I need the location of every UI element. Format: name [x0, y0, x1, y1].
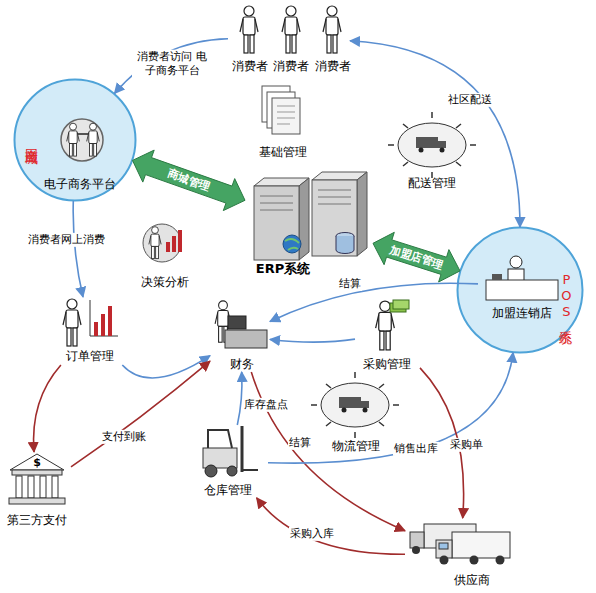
- flow-arrow: [268, 353, 513, 464]
- node-label: 第三方支付: [7, 513, 67, 527]
- flow-arrow: [251, 372, 405, 531]
- edge-label: 消费者访问 电子商务平台: [132, 50, 212, 79]
- node-label: 电子商务平台: [44, 177, 116, 191]
- flow-arrow: [350, 41, 520, 227]
- node-label: 订单管理: [66, 349, 114, 363]
- edge-label: 加盟店管理: [388, 242, 445, 273]
- edge-label: 采购单: [449, 438, 484, 452]
- flow-arrow: [122, 356, 210, 378]
- node-label: 财务: [230, 357, 254, 371]
- node-label: 消费者: [315, 59, 351, 73]
- node-label: 消费者: [232, 59, 268, 73]
- edge-label: 库存盘点: [243, 398, 289, 412]
- flow-arrow: [73, 201, 83, 297]
- edge-label: 采购入库: [289, 527, 335, 541]
- node-label: ERP系统: [256, 261, 310, 277]
- logistics-icon: [311, 372, 399, 438]
- node-label: 物流管理: [332, 439, 380, 453]
- double-arrow: [373, 232, 460, 282]
- edge-label: 消费者网上消费: [27, 233, 106, 247]
- consumer-icon: [240, 6, 258, 53]
- node-label: 配送管理: [408, 176, 456, 190]
- edge-label: 支付到账: [101, 430, 147, 444]
- node-label: 供应商: [454, 573, 490, 587]
- node-label: 决策分析: [141, 275, 189, 289]
- purchase-icon: [376, 300, 409, 350]
- flow-arrow: [257, 498, 405, 554]
- symbol-label: $: [33, 456, 41, 469]
- decision-icon: [143, 224, 182, 262]
- edge-label: 社区配送: [447, 93, 493, 107]
- consumer-icon: [282, 6, 300, 53]
- flow-arrow: [34, 365, 61, 452]
- edge-label: 结算: [338, 277, 362, 291]
- flow-arrow: [270, 283, 478, 321]
- flow-arrow: [115, 39, 229, 94]
- edge-label: 结算: [288, 436, 312, 450]
- edge-label: 销售出库: [393, 442, 439, 456]
- node-label: 加盟连销店: [492, 306, 552, 320]
- double-arrow: [133, 150, 246, 211]
- order-icon: [63, 299, 118, 346]
- flow-arrow: [237, 372, 242, 425]
- node-label: 采购管理: [363, 357, 411, 371]
- node-label: 消费者: [273, 59, 309, 73]
- node-label: 网上商城: [24, 138, 40, 142]
- handshake-icon: [61, 119, 103, 161]
- bank-icon: [9, 454, 65, 504]
- flow-arrow: [71, 361, 210, 467]
- documents-icon: [262, 86, 300, 134]
- server-icon: [254, 172, 367, 260]
- finance-icon: [215, 301, 267, 348]
- forklift-icon: [203, 426, 258, 477]
- flow-arrow: [270, 339, 355, 342]
- node-label: 仓库管理: [204, 483, 252, 497]
- icon-node: 订单管理: [52, 297, 130, 365]
- node-label: 基础管理: [259, 145, 307, 159]
- truck-icon: [410, 524, 510, 565]
- delivery-icon: [388, 112, 476, 178]
- consumer-icon: [323, 6, 341, 53]
- node-label: POS系统: [558, 272, 574, 322]
